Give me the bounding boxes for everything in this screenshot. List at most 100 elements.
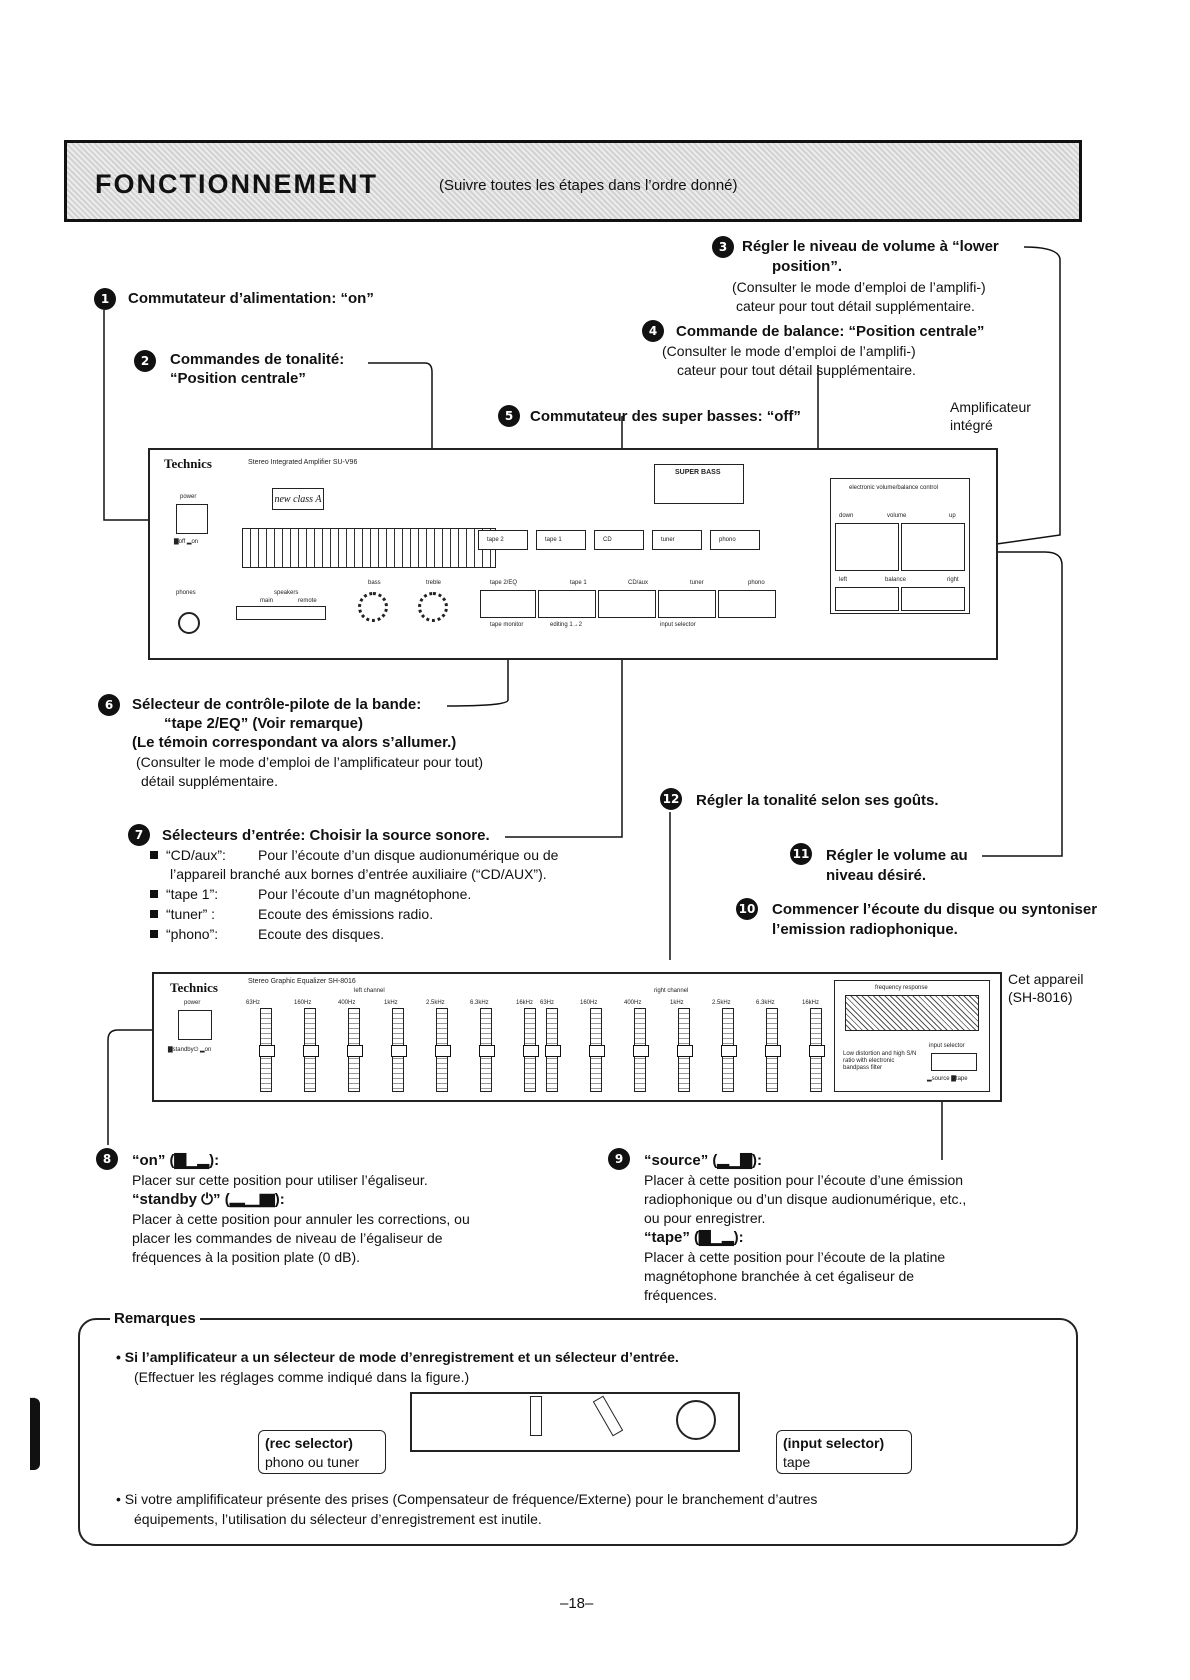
amp-sel-phono-label: phono <box>748 580 765 586</box>
eq-r-slider-1[interactable] <box>545 1008 561 1092</box>
amp-power-meter <box>242 528 496 568</box>
amp-input-tape1-label: tape 1 <box>545 537 562 543</box>
step-8-l3: placer les commandes de niveau de l’égal… <box>132 1230 443 1246</box>
amp-treble-label: treble <box>426 580 442 586</box>
step-8-l4: fréquences à la position plate (0 dB). <box>132 1249 361 1265</box>
amp-left-label: left <box>839 577 848 583</box>
amp-caption-2: intégré <box>950 417 993 433</box>
amp-speaker-switch[interactable] <box>236 606 326 620</box>
amp-sel-tape1[interactable] <box>538 590 596 618</box>
eq-l-slider-7[interactable] <box>523 1008 539 1092</box>
step-4-note: (Consulter le mode d’emploi de l’amplifi… <box>662 343 916 359</box>
amp-balance-left-button[interactable] <box>835 587 899 611</box>
amp-input-cd[interactable]: CD <box>594 530 644 550</box>
amp-remote-label: remote <box>298 598 317 604</box>
amp-volume-label: volume <box>887 513 907 519</box>
amp-sel-cdaux-label: CD/aux <box>628 580 649 586</box>
step-6-note-line2: détail supplémentaire. <box>141 773 278 789</box>
eq-l-slider-2[interactable] <box>303 1008 319 1092</box>
amp-main-label: main <box>260 598 274 604</box>
eq-r-slider-5[interactable] <box>721 1008 737 1092</box>
line-11 <box>968 551 1063 857</box>
amp-sel-tuner[interactable] <box>658 590 716 618</box>
amp-model: Stereo Integrated Amplifier SU-V96 <box>248 459 358 466</box>
eq-r-slider-3[interactable] <box>633 1008 649 1092</box>
step-4-note-line2: cateur pour tout détail supplémentaire. <box>677 362 916 378</box>
amp-input-tape1[interactable]: tape 1 <box>536 530 586 550</box>
amp-input-phono[interactable]: phono <box>710 530 760 550</box>
step-3-line2: position”. <box>772 258 842 275</box>
amp-superbass-label: SUPER BASS <box>675 469 721 476</box>
amp-sel-cdaux[interactable] <box>598 590 656 618</box>
amp-sel-phono[interactable] <box>718 590 776 618</box>
eq-l-slider-5[interactable] <box>435 1008 451 1092</box>
step-8-title2: “standby ⏻” (▂▁▇): <box>132 1191 285 1208</box>
amp-bass-knob[interactable] <box>358 592 388 622</box>
eq-caption-1: Cet appareil <box>1008 971 1084 987</box>
eq-input-selector-button[interactable] <box>931 1053 977 1071</box>
step-7-title: Sélecteurs d’entrée: Choisir la source s… <box>162 827 490 844</box>
step-9-title: “source” (▂▁▇): <box>644 1152 762 1169</box>
step-7-badge: 7 <box>128 824 150 846</box>
step-6-badge: 6 <box>98 694 120 716</box>
amp-sel-tape2eq[interactable] <box>480 590 536 618</box>
step-12-badge: 12 <box>660 788 682 810</box>
line-2 <box>368 362 433 520</box>
step-7-key-tuner: “tuner” : <box>166 906 216 922</box>
eq-l-slider-3[interactable] <box>347 1008 363 1092</box>
amp-treble-knob[interactable] <box>418 592 448 622</box>
amp-up-label: up <box>949 513 956 519</box>
remarks-b1: Si l’amplificateur a un sélecteur de mod… <box>124 1349 679 1365</box>
step-4-line1: Commande de balance: “Position centrale” <box>676 323 985 340</box>
step-4-badge: 4 <box>642 320 664 342</box>
eq-l-band-4-label: 1kHz <box>384 1000 398 1006</box>
eq-r-band-2-label: 160Hz <box>580 1000 598 1006</box>
eq-l-slider-6[interactable] <box>479 1008 495 1092</box>
step-3-note: (Consulter le mode d’emploi de l’amplifi… <box>732 279 986 295</box>
step-1-badge: 1 <box>94 288 116 310</box>
step-7-desc-phono: Ecoute des disques. <box>258 926 385 942</box>
remarks-bullet-1: • Si l’amplificateur a un sélecteur de m… <box>116 1349 679 1365</box>
amp-phones-jack[interactable] <box>178 612 200 634</box>
eq-r-slider-2[interactable] <box>589 1008 605 1092</box>
eq-l-slider-1[interactable] <box>259 1008 275 1092</box>
eq-brand: Technics <box>170 980 218 995</box>
amp-input-tuner[interactable]: tuner <box>652 530 702 550</box>
amp-tape-monitor-label: tape monitor <box>490 622 524 628</box>
remarks-input-callout: (input selector) tape <box>776 1430 912 1474</box>
step-8-title: “on” (▇▁▂): <box>132 1152 220 1169</box>
eq-power-label: power <box>184 1000 201 1006</box>
remarks-title: Remarques <box>110 1309 200 1328</box>
eq-left-channel-label: left channel <box>354 988 385 994</box>
step-3-line1: Régler le niveau de volume à “lower <box>742 238 999 255</box>
amp-volume-up-button[interactable] <box>901 523 965 571</box>
eq-r-slider-4[interactable] <box>677 1008 693 1092</box>
line-3 <box>967 246 1061 549</box>
amp-input-phono-label: phono <box>719 537 736 543</box>
eq-power-button[interactable] <box>178 1010 212 1040</box>
eq-r-slider-7[interactable] <box>809 1008 825 1092</box>
eq-freq-display <box>845 995 979 1031</box>
remarks-b2l1: Si votre amplifificateur présente des pr… <box>124 1491 818 1507</box>
remarks-input-selector-knob <box>592 1395 624 1437</box>
step-11-line1: Régler le volume au <box>826 847 968 864</box>
step-7-desc-cdaux: Pour l’écoute d’un disque audionumérique… <box>258 847 559 863</box>
line-6 <box>446 625 509 707</box>
amp-superbass-display: SUPER BASS <box>654 464 744 504</box>
section-title: FONCTIONNEMENT <box>95 169 378 199</box>
remarks-rec-value: phono ou tuner <box>265 1454 360 1470</box>
amp-input-selector-label: input selector <box>660 622 696 628</box>
amp-volume-down-button[interactable] <box>835 523 899 571</box>
remarks-volume-knob <box>676 1400 716 1440</box>
eq-l-band-6-label: 6.3kHz <box>470 1000 489 1006</box>
amp-balance-right-button[interactable] <box>901 587 965 611</box>
amp-input-tape2[interactable]: tape 2 <box>478 530 528 550</box>
step-10-badge: 10 <box>736 898 758 920</box>
eq-l-slider-4[interactable] <box>391 1008 407 1092</box>
step-6-note-1: Consulter le mode d’emploi de l’amplific… <box>140 754 479 770</box>
amp-input-tape2-label: tape 2 <box>487 537 504 543</box>
step-2-line2: “Position centrale” <box>170 370 306 387</box>
eq-r-slider-6[interactable] <box>765 1008 781 1092</box>
page-number: –18– <box>560 1595 594 1612</box>
amp-power-button[interactable] <box>176 504 208 534</box>
